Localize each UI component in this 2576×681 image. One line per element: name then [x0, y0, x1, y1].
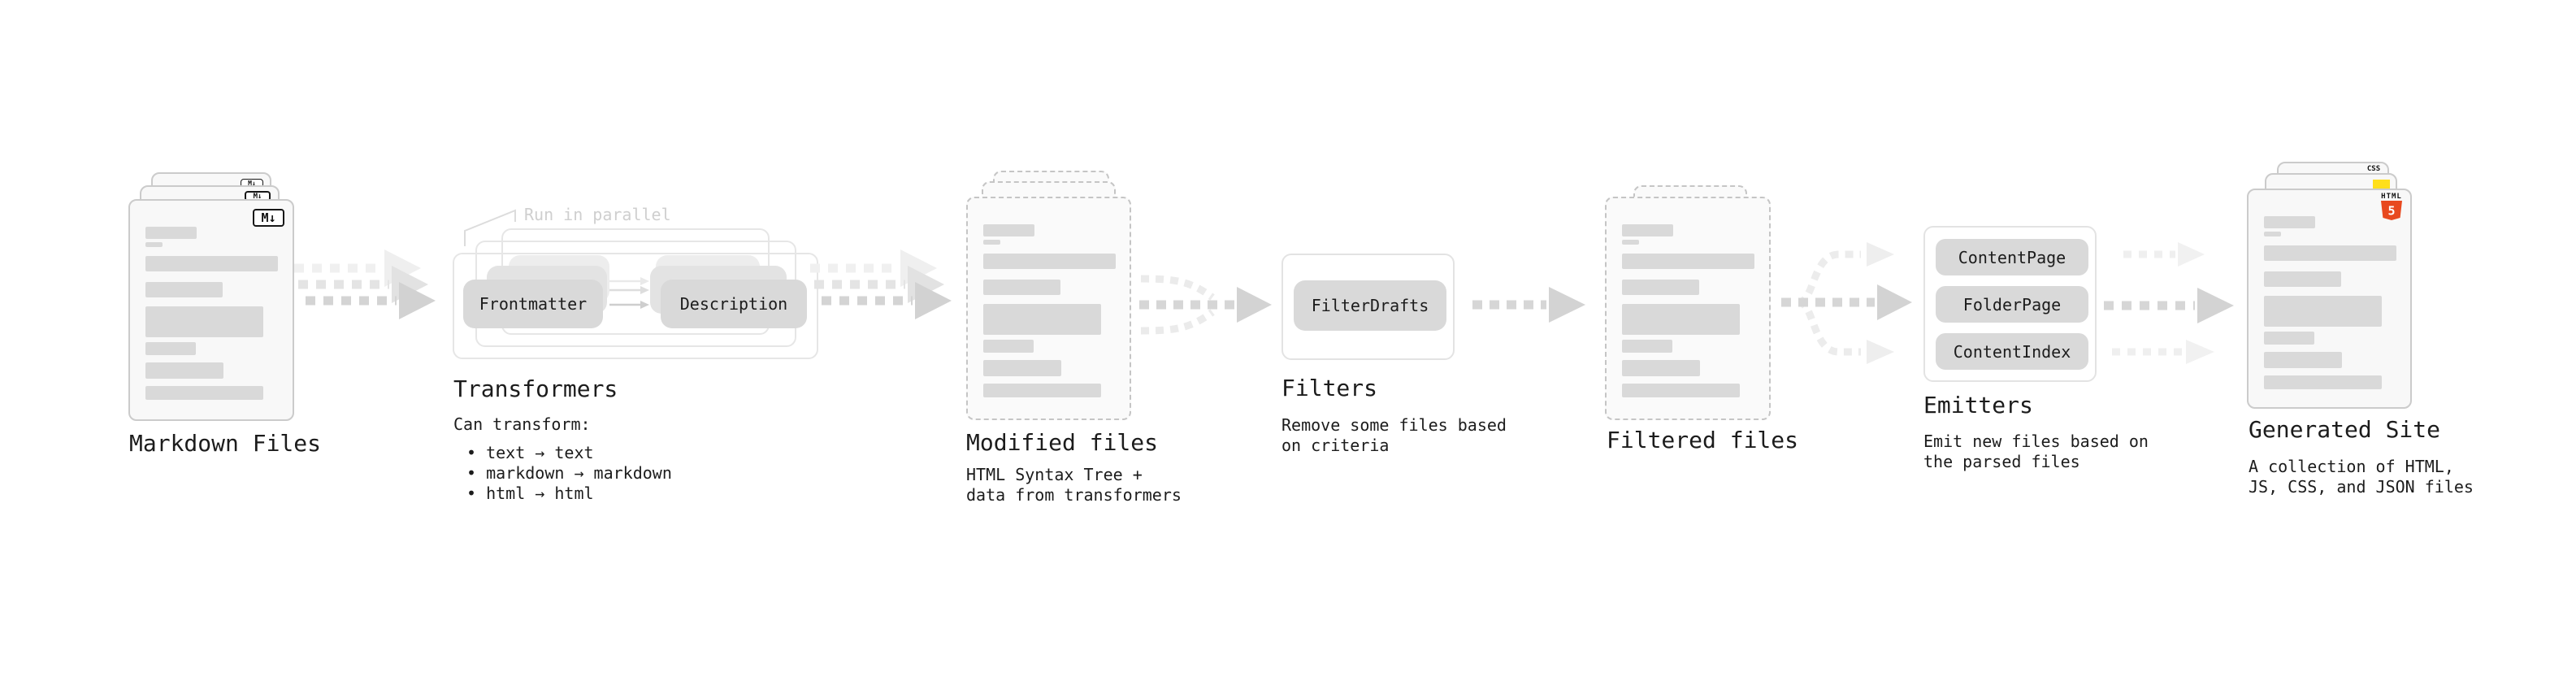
modified-files-caption: data from transformers: [966, 485, 1182, 505]
document-content-placeholder: [130, 201, 293, 419]
arrow-filters-to-filtered: [1472, 287, 1585, 323]
text-line-placeholder: [983, 280, 1060, 295]
transformers-caption: Can transform:: [453, 414, 591, 434]
text-line-placeholder: [1622, 340, 1672, 353]
filters-caption: Remove some files based: [1281, 415, 1507, 435]
file-sheet-front: M↓: [128, 199, 294, 421]
generated-site-label: Generated Site: [2249, 416, 2441, 443]
content-index-pill: ContentIndex: [1936, 333, 2088, 370]
note-leader-line: [464, 209, 516, 246]
modified-files-caption: HTML Syntax Tree +: [966, 465, 1143, 484]
html5-wordmark: HTML: [2381, 193, 2402, 201]
arrow-filtered-to-emitters-fanout: [1781, 242, 1912, 364]
text-line-placeholder: [145, 306, 263, 337]
emitters-panel: ContentPage FolderPage ContentIndex: [1923, 226, 2097, 382]
svg-text:5: 5: [2387, 204, 2395, 219]
filter-drafts-pill: FilterDrafts: [1294, 280, 1446, 331]
text-line-placeholder: [983, 224, 1034, 236]
html5-shield: 5: [2381, 201, 2402, 220]
text-line-placeholder: [2264, 296, 2382, 327]
filters-title: Filters: [1281, 375, 1378, 401]
description-pill: Description: [661, 280, 807, 328]
markdown-files-label: Markdown Files: [129, 430, 322, 457]
text-line-placeholder: [145, 282, 223, 297]
text-line-placeholder: [1622, 254, 1754, 269]
text-line-placeholder: [2264, 245, 2396, 261]
emitters-caption: the parsed files: [1923, 452, 2080, 471]
run-in-parallel-note: Run in parallel: [524, 205, 671, 224]
text-line-placeholder: [145, 386, 263, 400]
frontmatter-pill: Frontmatter: [463, 280, 603, 328]
generated-site-caption: A collection of HTML,: [2249, 457, 2454, 476]
transformer-card-front: [453, 253, 818, 359]
modified-files-label: Modified files: [966, 429, 1159, 456]
folder-page-pill: FolderPage: [1936, 286, 2088, 323]
text-line-placeholder: [145, 242, 163, 247]
css-badge-label: CSS: [2366, 165, 2381, 173]
transformers-title: Transformers: [453, 375, 618, 402]
text-line-placeholder: [1622, 280, 1699, 295]
arrow-modified-to-filters-merge: [1139, 275, 1272, 335]
file-sheet-front: [1605, 197, 1771, 420]
html5-icon: HTML 5: [2380, 193, 2403, 220]
text-line-placeholder: [2264, 352, 2342, 368]
arrow-markdown-to-transformers: [294, 249, 436, 319]
file-sheet-front: [966, 197, 1131, 420]
markdown-icon: M↓: [253, 209, 284, 227]
text-line-placeholder: [1622, 384, 1740, 397]
text-line-placeholder: [1622, 240, 1639, 245]
text-line-placeholder: [1622, 304, 1740, 335]
emitters-title: Emitters: [1923, 392, 2033, 419]
text-line-placeholder: [2264, 216, 2315, 228]
filters-panel: FilterDrafts: [1281, 254, 1455, 360]
text-line-placeholder: [145, 227, 197, 239]
text-line-placeholder: [983, 304, 1101, 335]
generated-site-caption: JS, CSS, and JSON files: [2249, 477, 2474, 497]
transform-bullet: • markdown → markdown: [466, 463, 672, 483]
transform-bullet: • html → html: [466, 484, 594, 503]
file-sheet-front: HTML 5: [2247, 189, 2412, 409]
filters-caption: on criteria: [1281, 436, 1390, 455]
text-line-placeholder: [983, 254, 1116, 269]
text-line-placeholder: [1622, 360, 1700, 376]
text-line-placeholder: [983, 360, 1061, 376]
content-page-pill: ContentPage: [1936, 239, 2088, 275]
text-line-placeholder: [983, 384, 1101, 397]
emitters-caption: Emit new files based on: [1923, 432, 2149, 451]
transform-bullet: • text → text: [466, 443, 594, 462]
arrows-emitters-to-generated: [2104, 242, 2234, 364]
text-line-placeholder: [2264, 232, 2281, 236]
text-line-placeholder: [983, 240, 1000, 245]
parallel-arrows-icon: [609, 277, 649, 309]
text-line-placeholder: [2264, 375, 2382, 389]
text-line-placeholder: [145, 362, 223, 379]
document-content-placeholder: [2249, 190, 2410, 407]
arrow-transformers-to-modified: [810, 249, 952, 319]
document-content-placeholder: [1607, 198, 1769, 419]
text-line-placeholder: [145, 342, 196, 355]
text-line-placeholder: [2264, 332, 2314, 345]
filtered-files-label: Filtered files: [1607, 427, 1799, 453]
text-line-placeholder: [983, 340, 1034, 353]
text-line-placeholder: [2264, 271, 2341, 287]
document-content-placeholder: [968, 198, 1130, 419]
text-line-placeholder: [145, 256, 278, 271]
js-badge-icon: [2373, 180, 2390, 190]
text-line-placeholder: [1622, 224, 1673, 236]
